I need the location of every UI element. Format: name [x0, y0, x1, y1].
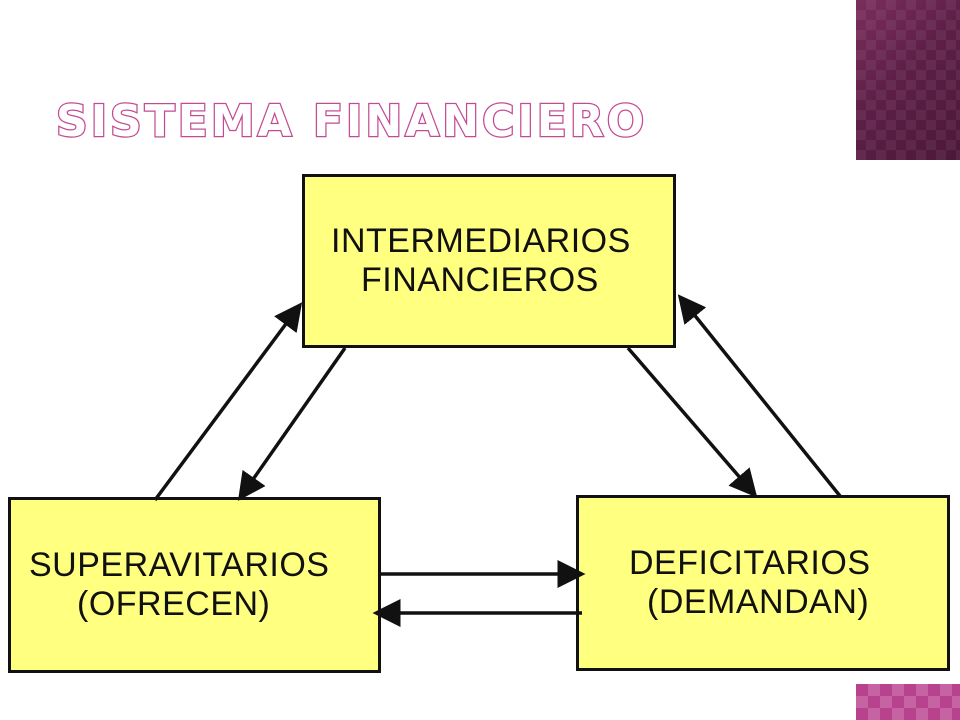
deficitarios-line1: DEFICITARIOS — [629, 543, 871, 582]
decorative-corner-bottom — [856, 684, 960, 720]
arrow-inter-to-super — [237, 346, 347, 501]
deficitarios-line2: (DEMANDAN) — [647, 583, 870, 621]
deficitarios-box: DEFICITARIOS (DEMANDAN) — [576, 495, 950, 671]
slide-title: SISTEMA FINANCIERO — [55, 95, 648, 149]
arrow-super-to-inter — [153, 302, 303, 502]
arrow-inter-to-defic — [626, 346, 758, 498]
superavitarios-line2: (OFRECEN) — [77, 585, 271, 623]
superavitarios-line1: SUPERAVITARIOS — [29, 545, 330, 584]
intermediarios-line2: FINANCIEROS — [361, 261, 599, 299]
superavitarios-box: SUPERAVITARIOS (OFRECEN) — [8, 497, 381, 673]
decorative-corner-top — [856, 0, 960, 160]
intermediarios-line1: INTERMEDIARIOS — [331, 221, 631, 260]
arrow-defic-to-inter — [677, 294, 842, 498]
intermediarios-box: INTERMEDIARIOS FINANCIEROS — [302, 174, 676, 348]
